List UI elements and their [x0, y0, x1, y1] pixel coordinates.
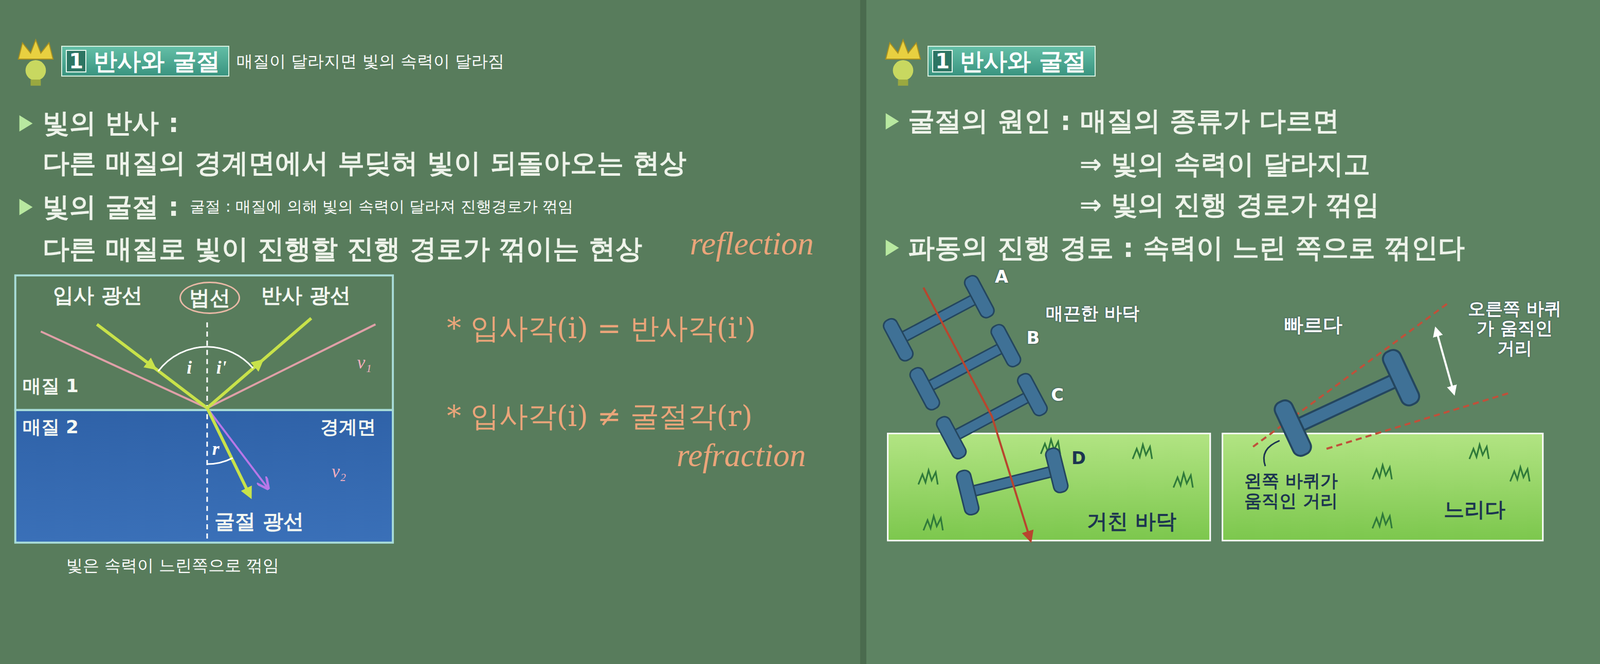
caption-note: 빛은 속력이 느린쪽으로 꺾임 — [66, 556, 280, 576]
speed-label: 빠르다 — [1283, 314, 1343, 337]
ray-label: 입사 광선 — [52, 283, 143, 308]
annotation-note: 매질이 달라지면 빛의 속력이 달라짐 — [236, 51, 504, 71]
section-title: 반사와 굴절 — [93, 48, 221, 75]
medium-label: 매질 1 — [22, 375, 79, 397]
handwritten-rule: * 입사각(i) ≠ 굴절각(r) — [446, 400, 753, 433]
section-number: 1 — [932, 49, 953, 73]
ray-label: 굴절 광선 — [214, 510, 304, 534]
bullet-heading: 빛의 반사 : — [42, 107, 179, 139]
bullet-heading: 굴절의 원인 : 매질의 종류가 다르면 — [907, 105, 1339, 137]
handwritten-rule: * 입사각(i) = 반사각(i') — [446, 312, 756, 345]
section-number: 1 — [65, 49, 87, 73]
medium-band: 입사 광선 반사 광선매질 1 법선 — [15, 275, 393, 411]
angle-symbol: r — [212, 438, 220, 460]
speed-label: 느리다 — [1443, 498, 1506, 522]
speed-symbol: v₁ — [357, 352, 372, 374]
boundary-label: 경계면 — [320, 416, 376, 438]
bullet-heading: 파동의 진행 경로 : 속력이 느린 쪽으로 꺾인다 — [907, 232, 1465, 264]
angle-symbol: i — [186, 357, 192, 379]
normal-label: 법선 — [189, 286, 231, 311]
definition-text: 다른 매질의 경계면에서 부딪혀 빛이 되돌아오는 현상 — [42, 148, 687, 179]
ray-label: 반사 광선 — [261, 283, 351, 308]
result-text: ⇒ 빛의 속력이 달라지고 — [1079, 149, 1371, 180]
position-letter: C — [1050, 385, 1064, 406]
definition-text: 다른 매질로 빛이 진행할 진행 경로가 꺾이는 현상 — [42, 233, 643, 265]
ground-panel: 왼쪽 바퀴가 움직인 거리느리다 — [1222, 433, 1543, 541]
bullet-heading: 빛의 굴절 : — [42, 191, 179, 223]
ground-label: 매끈한 바닥 — [1045, 303, 1140, 324]
handwritten-word: refraction — [676, 436, 807, 475]
result-text: ⇒ 빛의 진행 경로가 꺾임 — [1079, 189, 1380, 221]
angle-symbol: i' — [216, 357, 227, 379]
position-letter: B — [1026, 328, 1041, 349]
ground-panel: 거친 바닥 — [887, 433, 1211, 541]
distance-label: 왼쪽 바퀴가 움직인 거리 — [1234, 471, 1348, 512]
title-badge: 1반사와 굴절 — [61, 45, 230, 77]
crown-icon — [18, 39, 53, 86]
medium-label: 매질 2 — [22, 416, 79, 438]
distance-label: 오른쪽 바퀴가 움직인 거리 — [1466, 299, 1564, 359]
normal-circle: 법선 — [179, 281, 241, 315]
annotation-note: 굴절 : 매질에 의해 빛의 속력이 달라져 진행경로가 꺾임 — [189, 197, 574, 216]
title-badge: 1반사와 굴절 — [927, 45, 1096, 77]
position-letter: A — [994, 267, 1009, 288]
section-title: 반사와 굴절 — [959, 48, 1087, 75]
handwritten-word: reflection — [689, 224, 814, 263]
crown-icon — [885, 39, 921, 86]
position-letter: D — [1071, 448, 1086, 469]
ground-label: 거친 바닥 — [1086, 510, 1177, 534]
speed-symbol: v₂ — [331, 461, 347, 483]
